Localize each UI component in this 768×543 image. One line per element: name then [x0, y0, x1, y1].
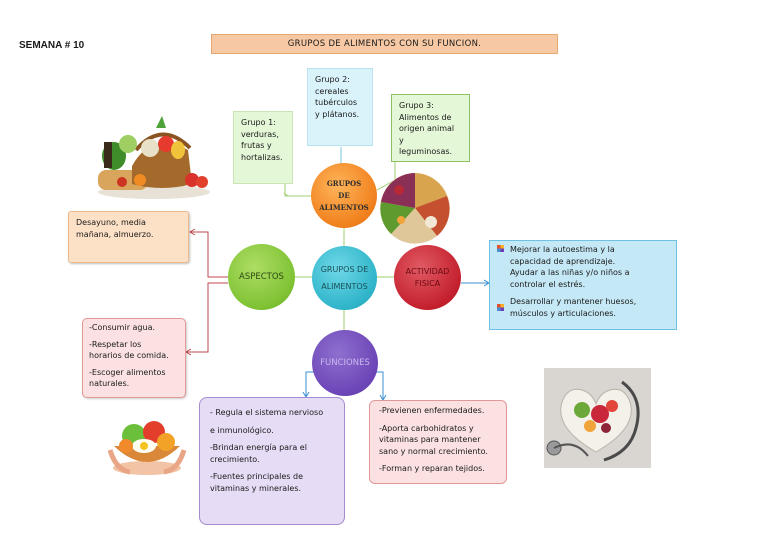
circle-label: DE — [338, 190, 350, 200]
activity-line: capacidad de aprendizaje. — [510, 256, 616, 266]
functions-line: crecimiento. — [210, 454, 260, 464]
circle-label: GRUPOS — [326, 178, 362, 188]
group1-line: verduras, — [241, 129, 279, 139]
activity-line: músculos y articulaciones. — [510, 308, 616, 318]
activity-line: Mejorar la autoestima y la — [510, 245, 615, 254]
group1-box: Grupo 1: verduras, frutas y hortalizas. — [233, 111, 293, 184]
group2-line: tubérculos — [315, 98, 358, 107]
group1-line: frutas y — [241, 141, 272, 150]
functions-circle: FUNCIONES — [312, 330, 378, 396]
group3-line: Alimentos de — [399, 112, 452, 122]
food-plate-image — [380, 173, 450, 244]
vegetable-basket-image — [98, 116, 210, 199]
meals-line: mañana, almuerzo. — [76, 229, 154, 239]
food-groups-circle-top: GRUPOS DE ALIMENTOS — [311, 163, 377, 228]
habits-box: -Consumir agua. -Respetar los horarios d… — [82, 318, 186, 398]
bullet-icon — [497, 245, 504, 252]
circle-label: ACTIVIDAD — [405, 266, 450, 276]
meals-box: Desayuno, media mañana, almuerzo. — [68, 211, 189, 263]
heart-stethoscope-image — [544, 368, 651, 468]
activity-line: controlar el estrés. — [510, 279, 586, 289]
functions-right-box: -Previenen enfermedades. -Aporta carbohi… — [369, 400, 507, 484]
habits-line: -Respetar los — [89, 339, 142, 349]
circle-label: FISICA — [414, 278, 441, 288]
week-label: SEMANA # 10 — [19, 40, 85, 51]
activity-line: Desarrollar y mantener huesos, — [510, 297, 637, 306]
group2-line: y plátanos. — [315, 109, 360, 119]
functions-line: vitaminas y minerales. — [210, 483, 302, 493]
page-title: GRUPOS DE ALIMENTOS CON SU FUNCION. — [211, 34, 558, 54]
aspects-circle: ASPECTOS — [228, 244, 295, 310]
functions-line: -Fuentes principales de — [210, 472, 303, 481]
group3-line: leguminosas. — [399, 147, 453, 156]
functions-line: vitaminas para mantener — [379, 435, 481, 444]
functions-line: -Aporta carbohidratos y — [379, 423, 474, 433]
group1-line: Grupo 1: — [241, 118, 276, 127]
group2-line: Grupo 2: — [315, 75, 350, 84]
habits-line: -Consumir agua. — [89, 323, 156, 332]
functions-line: e inmunológico. — [210, 425, 274, 435]
activity-line: Ayudar a las niñas y/o niños a — [510, 268, 630, 277]
activity-benefits-box: Mejorar la autoestima y la capacidad de … — [489, 240, 677, 330]
circle-label: FUNCIONES — [320, 358, 370, 368]
functions-line: sano y normal crecimiento. — [379, 446, 488, 456]
group2-line: cereales — [315, 86, 349, 96]
functions-line: - Regula el sistema nervioso — [210, 408, 324, 417]
group1-line: hortalizas. — [241, 152, 283, 162]
fruit-bowl-image — [107, 421, 187, 475]
circle-label: GRUPOS DE — [320, 265, 369, 274]
group3-line: Grupo 3: — [399, 101, 434, 110]
group3-line: origen animal — [399, 124, 455, 133]
physical-activity-circle: ACTIVIDAD FISICA — [394, 245, 461, 310]
food-groups-circle-center: GRUPOS DE ALIMENTOS — [312, 246, 377, 310]
functions-left-box: - Regula el sistema nervioso e inmunológ… — [199, 397, 345, 525]
group3-box: Grupo 3: Alimentos de origen animal y le… — [391, 94, 470, 162]
meals-line: Desayuno, media — [76, 218, 146, 227]
bullet-icon — [497, 304, 504, 311]
habits-line: horarios de comida. — [89, 351, 169, 360]
habits-line: -Escoger alimentos — [89, 367, 166, 377]
habits-line: naturales. — [89, 379, 130, 388]
circle-label: ALIMENTOS — [319, 202, 369, 212]
group3-line: y — [399, 135, 404, 145]
functions-line: -Previenen enfermedades. — [379, 406, 485, 415]
circle-label: ALIMENTOS — [321, 282, 368, 291]
functions-line: -Forman y reparan tejidos. — [379, 464, 485, 473]
circle-label: ASPECTOS — [239, 272, 284, 282]
functions-line: -Brindan energía para el — [210, 443, 307, 452]
group2-box: Grupo 2: cereales tubérculos y plátanos. — [307, 68, 373, 146]
